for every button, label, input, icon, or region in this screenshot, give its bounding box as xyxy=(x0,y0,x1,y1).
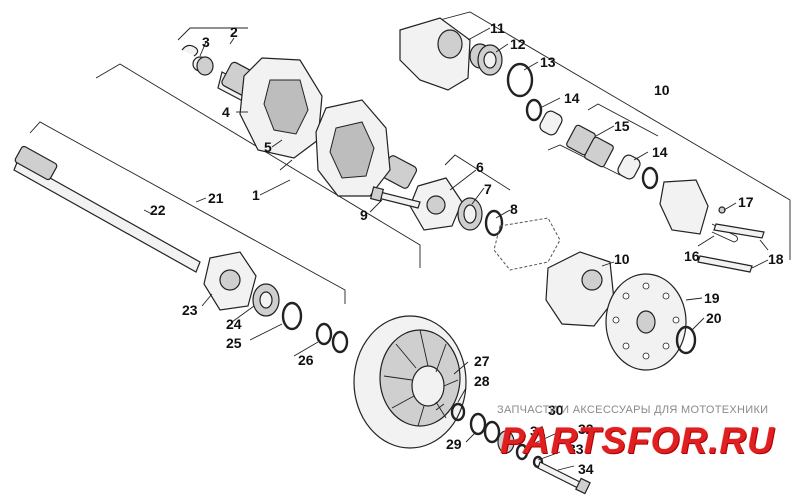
watermark-caption: ЗАПЧАСТИ И АКСЕССУАРЫ ДЛЯ МОТОТЕХНИКИ xyxy=(497,404,769,416)
callout-30: 30 xyxy=(548,402,564,418)
callout-labels: 1 2 3 4 5 6 7 8 9 10 10 11 12 13 14 14 1… xyxy=(150,20,784,477)
callout-34: 34 xyxy=(578,461,594,477)
callout-7: 7 xyxy=(484,181,492,197)
gasket-outline xyxy=(493,217,561,271)
callout-1: 1 xyxy=(252,187,260,203)
part-23-flange xyxy=(203,251,257,311)
part-14-ring-lower xyxy=(641,166,659,190)
callout-20: 20 xyxy=(706,310,722,326)
callout-6: 6 xyxy=(476,159,484,175)
callout-14-lower: 14 xyxy=(652,144,668,160)
callout-24: 24 xyxy=(226,316,242,332)
callout-33: 33 xyxy=(568,441,584,457)
callout-29: 29 xyxy=(446,436,462,452)
part-27-driven-clutch xyxy=(353,315,467,449)
part-caliper-half xyxy=(659,179,709,235)
callout-14-upper: 14 xyxy=(564,90,580,106)
callout-11: 11 xyxy=(490,20,505,36)
callout-21: 21 xyxy=(208,190,224,206)
part-13-o-ring xyxy=(506,62,534,98)
part-26-spacers xyxy=(315,322,349,354)
callout-28: 28 xyxy=(474,373,490,389)
part-15-brake-pads xyxy=(566,124,614,168)
part-17-pin xyxy=(718,206,726,214)
part-25-o-ring xyxy=(281,301,303,331)
part-9-bolt xyxy=(369,186,421,209)
callout-10-top: 10 xyxy=(654,82,670,98)
callout-3: 3 xyxy=(202,34,210,50)
part-7-seal xyxy=(457,197,483,231)
part-2-bearing xyxy=(196,56,214,76)
part-14-bushing-upper xyxy=(539,110,563,136)
callout-4: 4 xyxy=(222,104,230,120)
callout-25: 25 xyxy=(226,335,242,351)
part-30-31-washers xyxy=(497,430,515,454)
part-16-spring-clip xyxy=(711,223,739,243)
part-12-bearing xyxy=(477,44,503,76)
callout-26: 26 xyxy=(298,352,314,368)
callout-9: 9 xyxy=(360,207,368,223)
callout-32: 32 xyxy=(578,421,594,437)
part-19-brake-disc xyxy=(605,273,687,371)
callout-5: 5 xyxy=(264,139,272,155)
part-8-o-ring xyxy=(484,209,504,237)
group-bracket-lines xyxy=(29,11,791,304)
callout-2: 2 xyxy=(230,24,238,40)
callout-12: 12 xyxy=(510,36,526,52)
callout-13: 13 xyxy=(540,54,556,70)
callout-19: 19 xyxy=(704,290,720,306)
callout-23: 23 xyxy=(182,302,198,318)
part-10-housing-top xyxy=(399,17,471,91)
part-10-housing-lower xyxy=(545,251,615,327)
leader-lines xyxy=(143,27,769,471)
part-14-ring-upper xyxy=(525,98,543,122)
part-28-washer xyxy=(450,402,466,422)
callout-16: 16 xyxy=(684,248,700,264)
callout-27: 27 xyxy=(474,353,490,369)
part-5-sprocket-right xyxy=(315,99,391,197)
callout-15: 15 xyxy=(614,118,630,134)
watermark-logo: PARTSFOR.RU xyxy=(500,420,775,461)
callout-22: 22 xyxy=(150,202,166,218)
callout-8: 8 xyxy=(510,201,518,217)
callout-18: 18 xyxy=(768,251,784,267)
part-18-bolts xyxy=(697,223,765,273)
part-14-bushing-lower xyxy=(617,154,641,180)
part-29-spacers xyxy=(469,412,501,444)
callout-31: 31 xyxy=(530,423,546,439)
callout-17: 17 xyxy=(738,194,754,210)
part-5-sprocket-left xyxy=(239,57,323,159)
part-34-bolt xyxy=(537,461,591,495)
callout-10-lower: 10 xyxy=(614,251,630,267)
part-32-washer xyxy=(515,443,529,461)
part-24-bearing xyxy=(252,283,280,317)
part-20-circlip xyxy=(675,325,697,355)
part-22-jackshaft xyxy=(13,145,201,273)
